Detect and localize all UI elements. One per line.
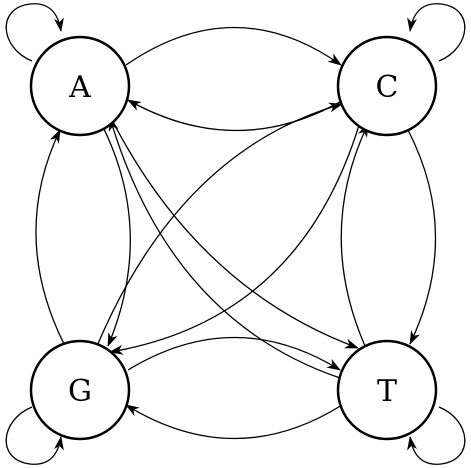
edge-G-to-C [96, 102, 343, 347]
edge-T-to-A [108, 117, 341, 379]
edge-C-to-C [407, 3, 466, 62]
edge-G-to-T [127, 336, 341, 371]
edge-G-to-G [5, 406, 64, 465]
edge-A-to-T [111, 119, 359, 349]
edge-C-to-A [127, 99, 341, 132]
node-C-circle [336, 35, 438, 137]
edges [5, 3, 466, 465]
node-G: G [29, 339, 131, 441]
node-A-circle [29, 35, 131, 137]
edge-T-to-C [340, 123, 369, 347]
edge-G-to-A [35, 129, 65, 345]
edge-A-to-C [125, 26, 342, 66]
node-G-circle [29, 339, 131, 441]
node-C-label: C [376, 70, 399, 105]
node-T-circle [336, 339, 438, 441]
edge-C-to-G [109, 121, 361, 355]
edge-T-to-G [125, 404, 343, 440]
node-T: T [336, 339, 438, 441]
node-C: C [336, 35, 438, 137]
edge-T-to-T [407, 406, 466, 465]
node-A-label: A [68, 70, 91, 105]
node-A: A [29, 35, 131, 137]
edge-C-to-T [407, 129, 437, 345]
edge-A-to-G [102, 126, 131, 347]
edge-A-to-A [5, 3, 64, 62]
node-T-label: T [377, 374, 397, 409]
node-G-label: G [68, 374, 92, 409]
